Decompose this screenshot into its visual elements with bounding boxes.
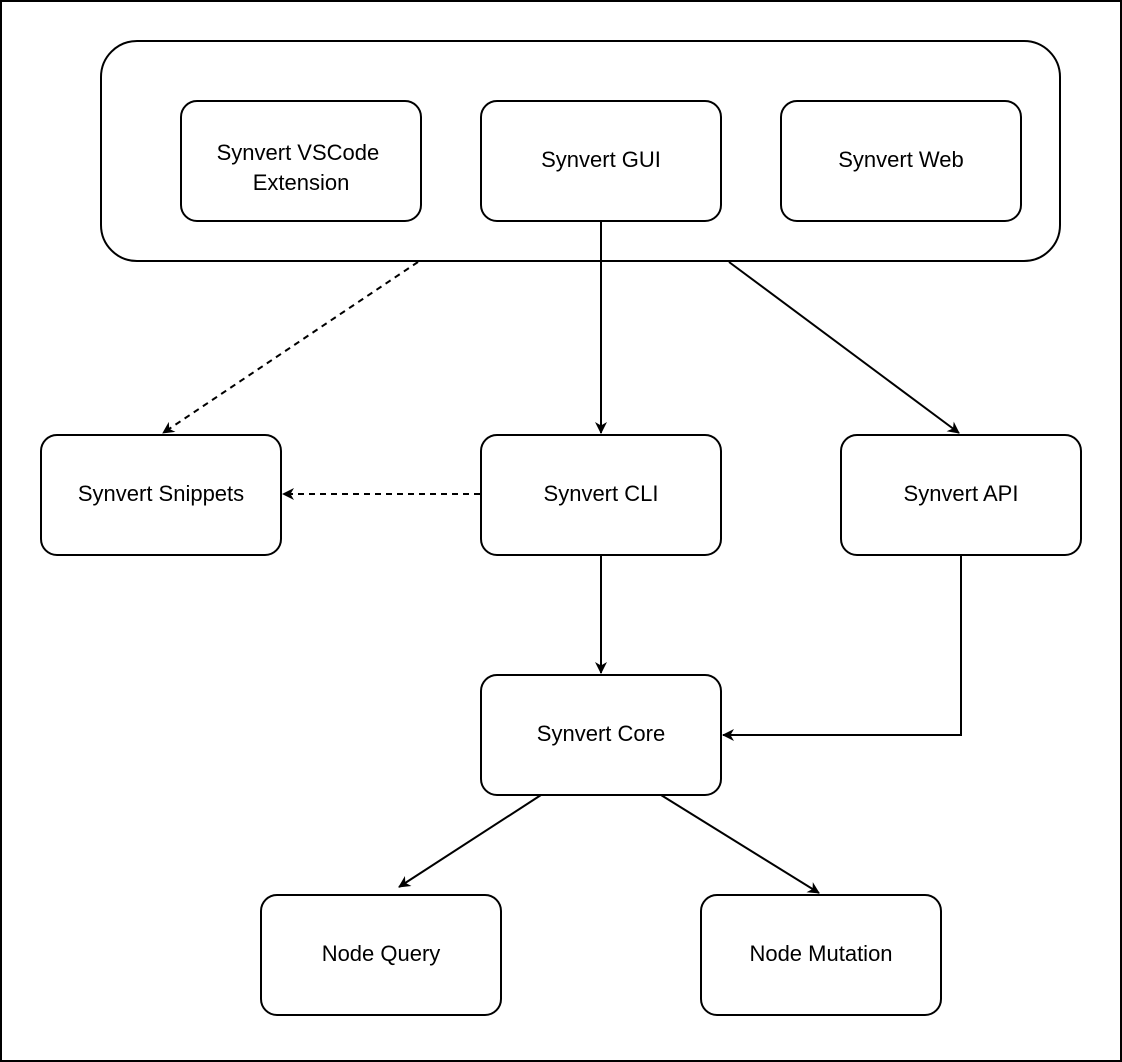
edge-api-to-core bbox=[722, 555, 962, 741]
node-api: Synvert API bbox=[840, 434, 1082, 556]
node-vscode-extension-label: Synvert VSCode Extension bbox=[217, 140, 386, 195]
node-query-label: Node Query bbox=[322, 941, 441, 966]
node-mutation-label: Node Mutation bbox=[749, 941, 892, 966]
edge-core-to-node-query bbox=[398, 794, 542, 888]
node-core-label: Synvert Core bbox=[537, 721, 665, 746]
node-snippets: Synvert Snippets bbox=[40, 434, 282, 556]
edge-clients-to-api bbox=[728, 261, 960, 434]
node-query: Node Query bbox=[260, 894, 502, 1016]
node-vscode-extension-label-line2: Extension bbox=[253, 170, 350, 195]
node-mutation: Node Mutation bbox=[700, 894, 942, 1016]
node-gui-label: Synvert GUI bbox=[541, 147, 661, 172]
edge-clients-to-snippets bbox=[162, 261, 419, 434]
node-cli-label: Synvert CLI bbox=[544, 481, 659, 506]
node-core: Synvert Core bbox=[480, 674, 722, 796]
edges bbox=[162, 221, 962, 894]
node-snippets-label: Synvert Snippets bbox=[78, 481, 244, 506]
node-web-label: Synvert Web bbox=[838, 147, 964, 172]
node-cli: Synvert CLI bbox=[480, 434, 722, 556]
edge-core-to-node-mutation bbox=[660, 794, 820, 894]
node-vscode-extension-label-line1: Synvert VSCode bbox=[217, 140, 380, 165]
node-api-label: Synvert API bbox=[904, 481, 1019, 506]
node-vscode-extension: Synvert VSCode Extension bbox=[180, 100, 422, 222]
node-web: Synvert Web bbox=[780, 100, 1022, 222]
node-gui: Synvert GUI bbox=[480, 100, 722, 222]
